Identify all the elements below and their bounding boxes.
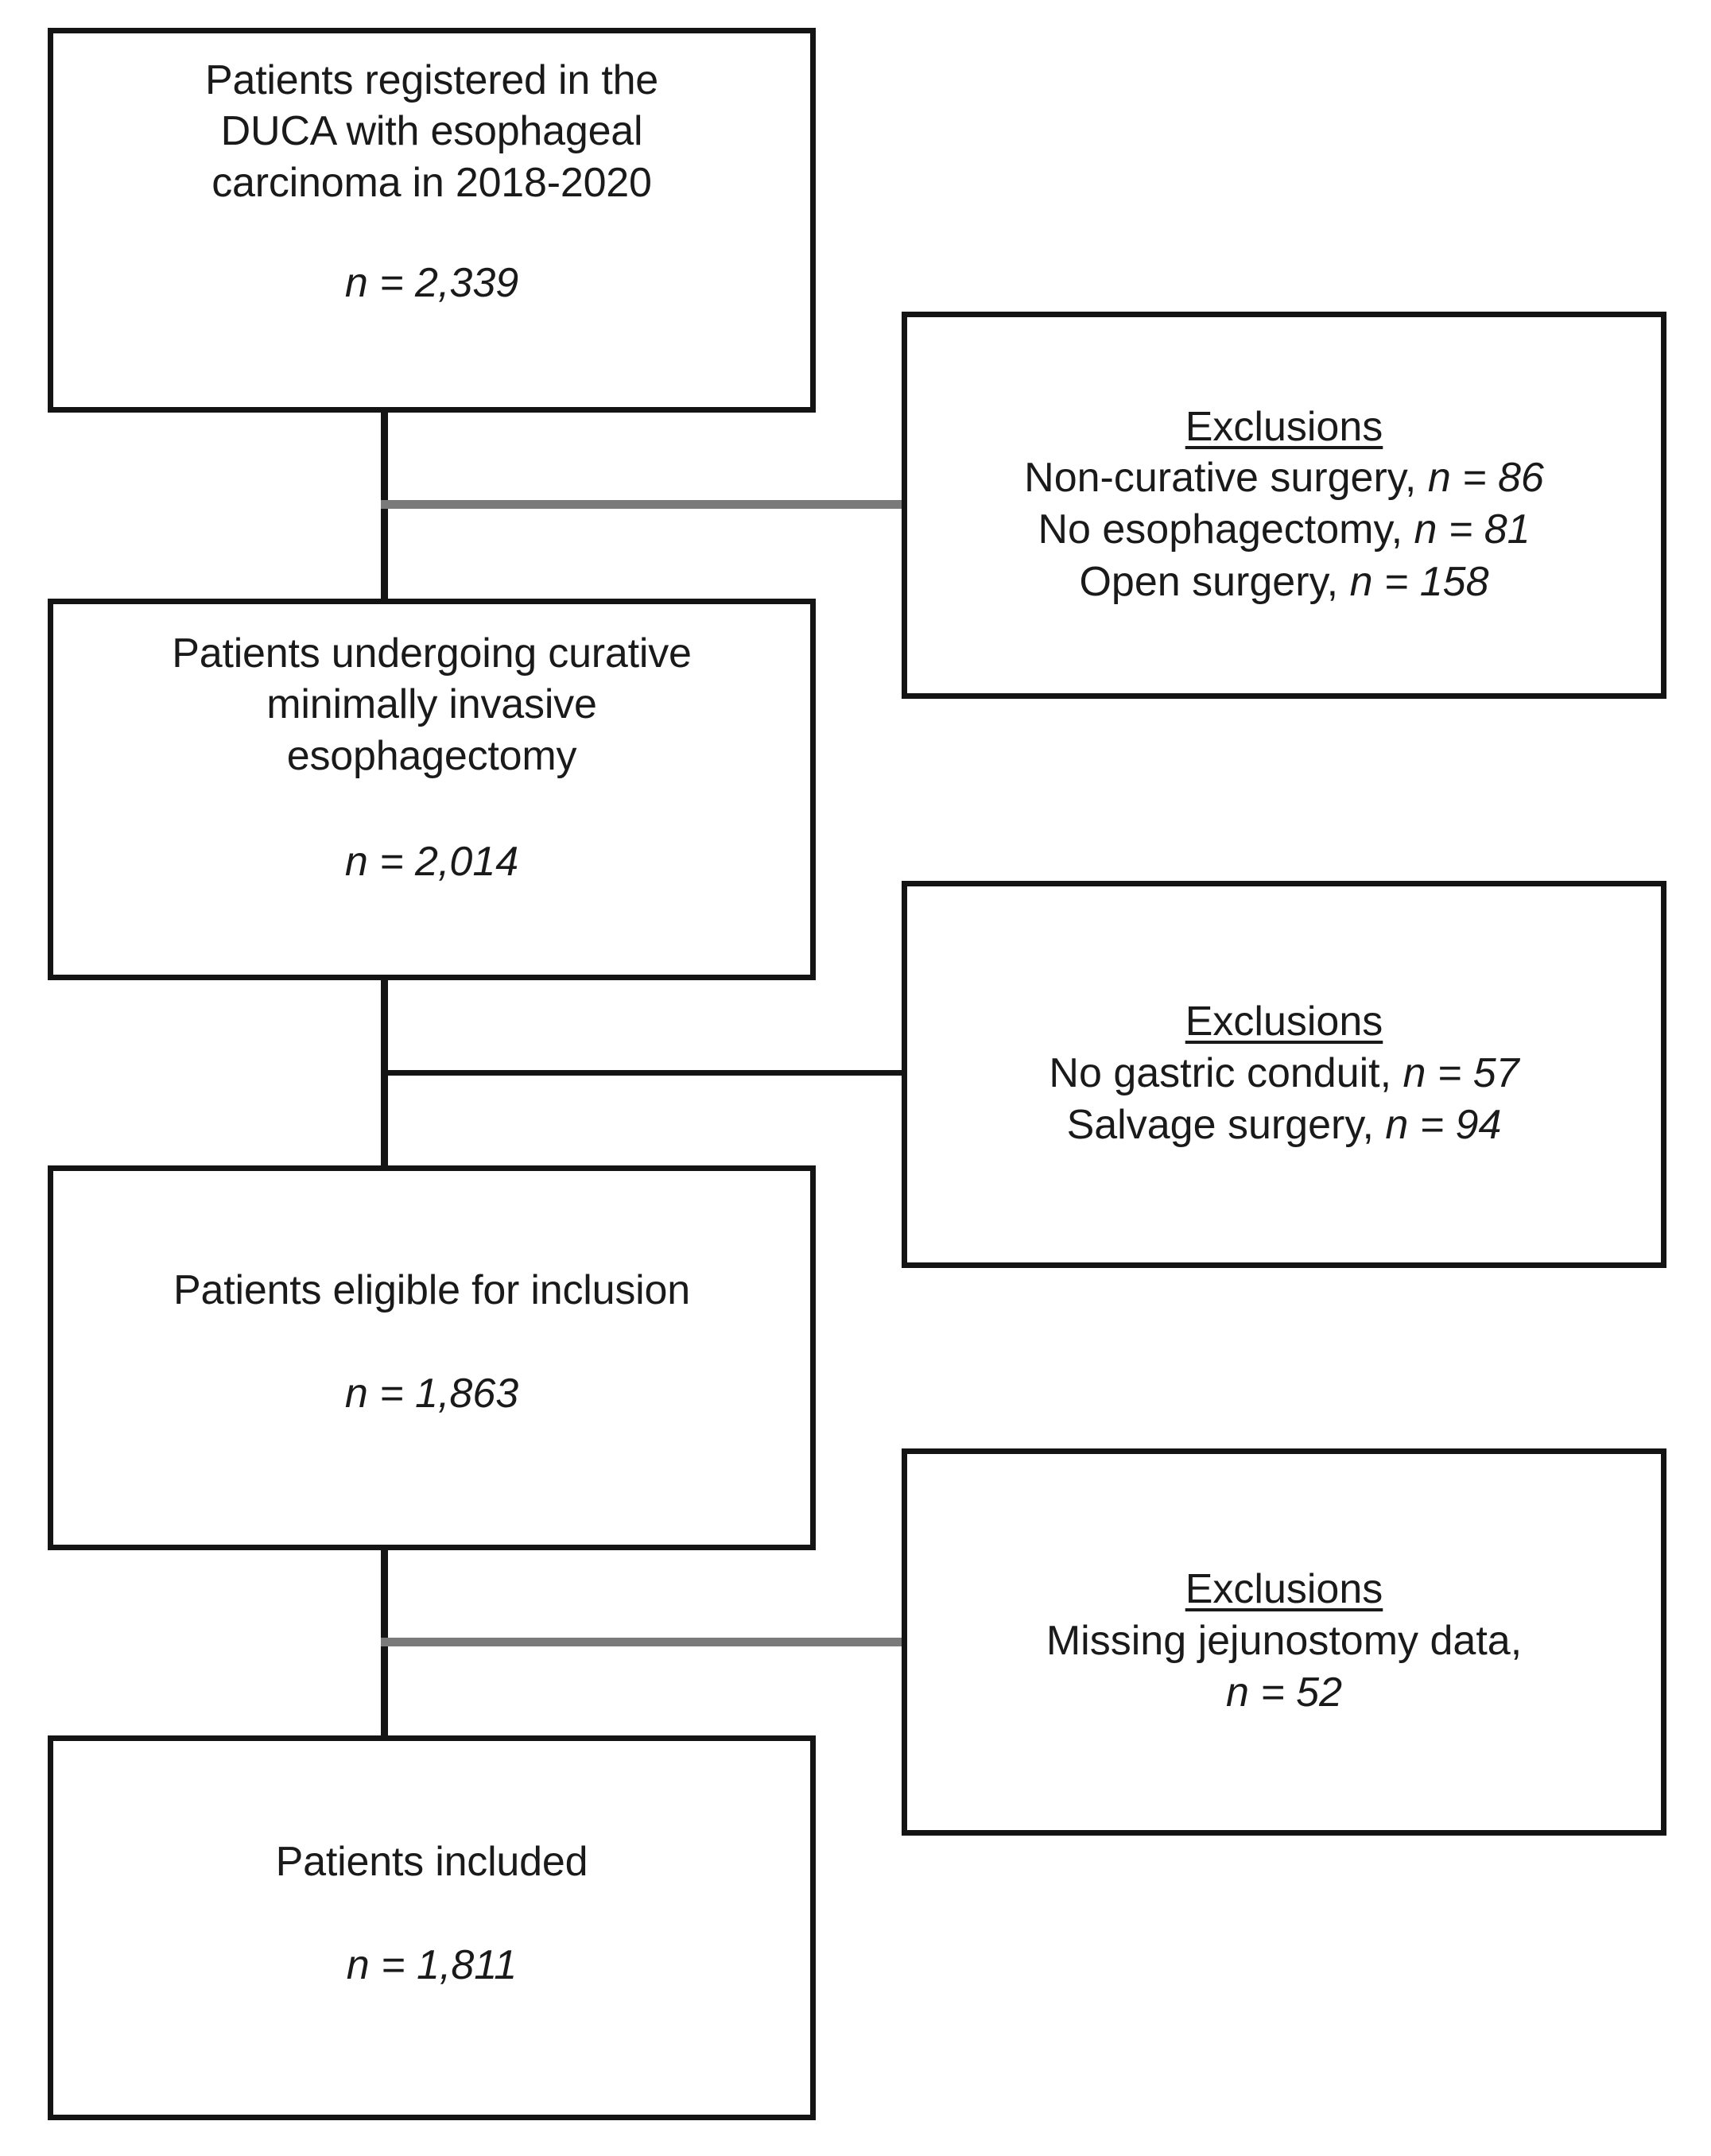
flow-node-included-count: n = 1,811 — [346, 1942, 518, 1989]
connector-horizontal-to-exclusions-2 — [381, 1070, 904, 1076]
flow-node-curative-mie-label: Patients undergoing curative minimally i… — [172, 630, 692, 779]
exclusions-box-3: Exclusions Missing jejunostomy data, n =… — [902, 1448, 1666, 1836]
flow-node-included: Patients included n = 1,811 — [48, 1735, 816, 2120]
exclusion-reason-no-gastric-conduit: No gastric conduit, n = 57 — [1049, 1049, 1519, 1096]
flow-node-registered-label: Patients registered in the DUCA with eso… — [204, 57, 659, 206]
exclusions-box-1: Exclusions Non-curative surgery, n = 86 … — [902, 312, 1666, 699]
flow-node-registered-count: n = 2,339 — [344, 260, 519, 307]
exclusions-box-2: Exclusions No gastric conduit, n = 57 Sa… — [902, 881, 1666, 1268]
flow-node-curative-mie-count: n = 2,014 — [344, 839, 519, 886]
exclusion-reason-no-esophagectomy: No esophagectomy, n = 81 — [1038, 506, 1531, 553]
exclusions-box-3-title: Exclusions — [1185, 1566, 1383, 1613]
flow-node-eligible-label: Patients eligible for inclusion — [173, 1267, 690, 1313]
exclusion-reason-non-curative-surgery: Non-curative surgery, n = 86 — [1024, 454, 1544, 501]
flow-node-eligible: Patients eligible for inclusion n = 1,86… — [48, 1165, 816, 1550]
flow-node-registered: Patients registered in the DUCA with eso… — [48, 28, 816, 413]
exclusions-box-2-title: Exclusions — [1185, 999, 1383, 1045]
exclusion-reason-missing-jejunostomy-count: n = 52 — [1225, 1669, 1343, 1716]
exclusion-reason-salvage-surgery: Salvage surgery, n = 94 — [1066, 1102, 1502, 1149]
connector-horizontal-to-exclusions-1 — [381, 500, 904, 509]
exclusions-box-1-title: Exclusions — [1185, 403, 1383, 450]
flow-node-eligible-count: n = 1,863 — [344, 1371, 519, 1417]
exclusion-reason-missing-jejunostomy-data: Missing jejunostomy data, — [1046, 1617, 1523, 1664]
exclusion-reason-open-surgery: Open surgery, n = 158 — [1079, 558, 1489, 605]
flow-node-included-label: Patients included — [275, 1839, 588, 1885]
connector-horizontal-to-exclusions-3 — [381, 1638, 904, 1646]
flow-node-curative-mie: Patients undergoing curative minimally i… — [48, 599, 816, 980]
